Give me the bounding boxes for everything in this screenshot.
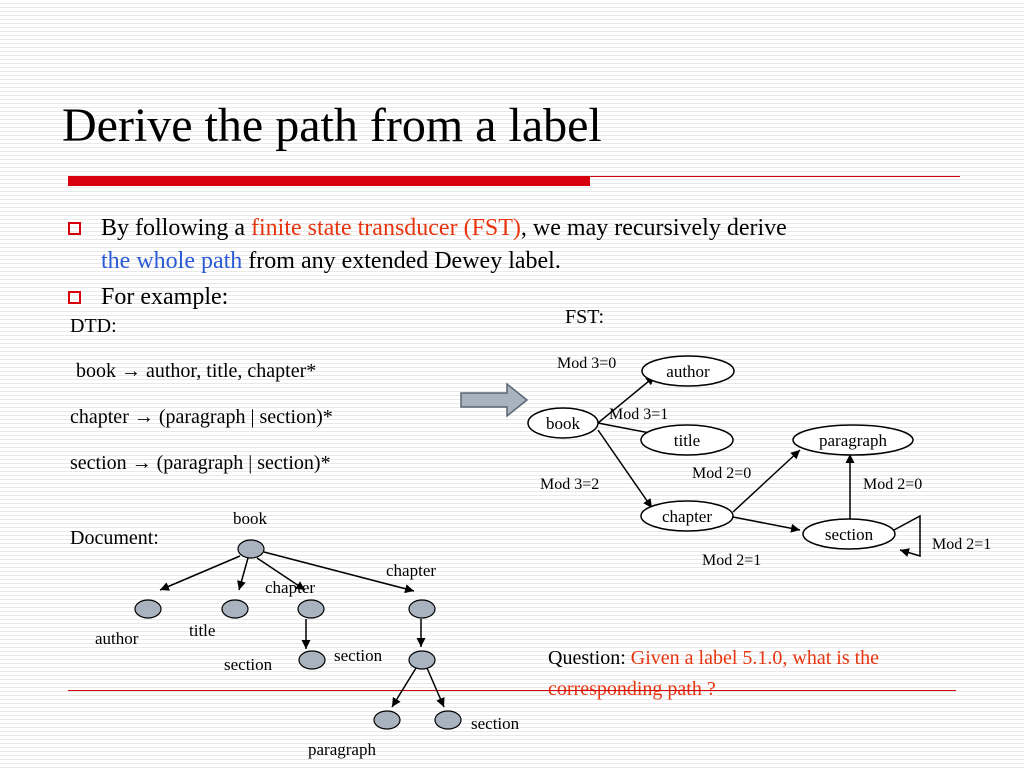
title-underline	[68, 176, 590, 186]
fst-state-author-label: author	[666, 362, 710, 381]
fst-heading: FST:	[565, 306, 605, 328]
doc-label-chapter-2: chapter	[386, 561, 436, 580]
doc-label-section-1: section	[224, 655, 273, 674]
doc-node-section-3	[434, 710, 462, 730]
doc-node-chapter-2	[408, 599, 436, 619]
fst-state-section	[802, 518, 896, 550]
dtd-rule-chapter: chapter → (paragraph | section)*	[70, 406, 333, 428]
doc-node-book	[237, 539, 265, 559]
doc-label-section-3: section	[471, 714, 520, 733]
fst-state-book-label: book	[546, 414, 581, 433]
question-text-1: Given a label 5.1.0, what is the	[630, 647, 880, 669]
doc-edge-book-author	[159, 555, 241, 591]
fst-edge-section-self-loop	[893, 514, 921, 558]
doc-edge-book-chapter1	[256, 557, 306, 591]
doc-label-title: title	[189, 621, 215, 640]
bullet-1-line-1: By following a finite state transducer (…	[101, 212, 787, 245]
fst-edge-label-mod2-0-section: Mod 2=0	[863, 476, 922, 493]
fst-state-section-label: section	[825, 525, 874, 544]
fst-edge-label-mod3-2: Mod 3=2	[540, 476, 599, 493]
doc-label-author: author	[95, 629, 139, 648]
fst-edge-label-mod3-1: Mod 3=1	[609, 406, 668, 423]
fst-state-book	[527, 407, 599, 439]
fst-graph: author book title paragraph chapter sect…	[527, 355, 991, 569]
bottom-rule	[68, 690, 956, 691]
doc-edge-book-chapter2	[263, 551, 415, 594]
bullet-1-mid: , we may recursively derive	[520, 215, 787, 241]
bullet-1-pre: By following a	[101, 215, 251, 241]
fst-edge-label-mod2-0-chapter: Mod 2=0	[692, 465, 751, 482]
bullet-1-whole-path: the whole path	[101, 248, 243, 274]
dtd-rule-book: book → author, title, chapter*	[76, 360, 317, 382]
doc-label-book: book	[233, 509, 268, 528]
fst-state-author	[641, 355, 735, 387]
fst-state-chapter	[640, 500, 734, 532]
fst-state-title	[640, 424, 734, 456]
fst-edge-book-chapter	[597, 429, 653, 509]
right-block-arrow-icon	[460, 382, 529, 418]
bullet-square-icon	[68, 291, 81, 304]
doc-node-author	[134, 599, 162, 619]
fst-edge-chapter-section	[732, 516, 801, 533]
dtd-heading: DTD:	[70, 315, 117, 337]
fst-edge-chapter-paragraph	[732, 449, 801, 513]
question-line-2: corresponding path ?	[548, 678, 716, 700]
doc-label-chapter-1: chapter	[265, 578, 315, 597]
slide-title: Derive the path from a label	[62, 99, 602, 152]
bullet-2-text: For example:	[101, 284, 229, 310]
doc-node-paragraph	[373, 710, 401, 730]
doc-node-section-1	[298, 650, 326, 670]
document-heading: Document:	[70, 527, 159, 549]
doc-node-chapter-1	[297, 599, 325, 619]
document-tree: book chapter chapter author title sectio…	[95, 509, 520, 759]
fst-edge-label-mod2-1-chapter: Mod 2=1	[702, 552, 761, 569]
doc-node-title	[221, 599, 249, 619]
doc-label-section-2: section	[334, 646, 383, 665]
fst-state-paragraph-label: paragraph	[819, 431, 887, 450]
doc-node-section-2	[408, 650, 436, 670]
bullet-square-icon	[68, 222, 81, 235]
bullet-1-line-2: the whole path from any extended Dewey l…	[101, 245, 561, 278]
bullet-1-fst: finite state transducer (FST)	[251, 215, 521, 241]
fst-state-title-label: title	[674, 431, 700, 450]
fst-edge-label-mod2-1-loop: Mod 2=1	[932, 536, 991, 553]
fst-state-chapter-label: chapter	[662, 507, 712, 526]
question-label: Question:	[548, 647, 631, 669]
fst-edge-book-author	[597, 375, 656, 424]
dtd-rule-section: section → (paragraph | section)*	[70, 452, 331, 474]
fst-state-paragraph	[792, 424, 914, 456]
doc-label-paragraph: paragraph	[308, 740, 376, 759]
question-line-1: Question: Given a label 5.1.0, what is t…	[548, 642, 879, 674]
doc-edge-book-title	[237, 557, 249, 591]
doc-edge-section-paragraph	[391, 667, 417, 708]
bullet-1-post: from any extended Dewey label.	[242, 248, 561, 274]
fst-edge-label-mod3-0: Mod 3=0	[557, 355, 616, 372]
title-underline-thin	[590, 176, 960, 177]
doc-edge-section-section	[426, 667, 445, 708]
